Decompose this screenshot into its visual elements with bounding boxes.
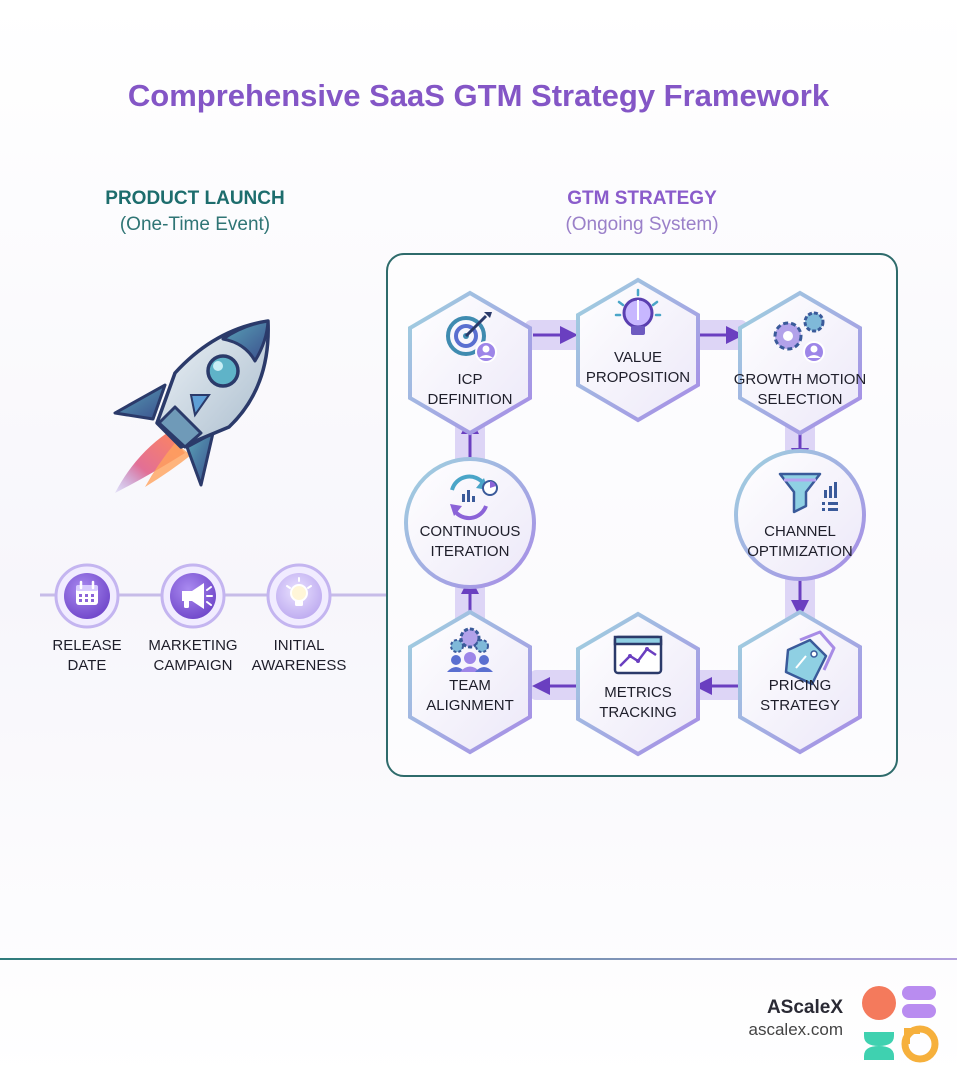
- node-label-value-proposition: VALUE PROPOSITION: [585, 349, 691, 386]
- brand-name: AScaleX: [766, 997, 843, 1018]
- marketing-campaign-step: [160, 563, 226, 629]
- product-launch-subheading: (One-Time Event): [119, 214, 271, 235]
- timeline-label-marketing-campaign: MARKETING CAMPAIGN: [148, 637, 238, 674]
- ascalex-logo-icon: [862, 986, 939, 1063]
- initial-awareness-step: [266, 563, 332, 629]
- megaphone-icon: [182, 583, 213, 609]
- timeline-label-release-date: RELEASE DATE: [52, 637, 122, 674]
- node-label-growth-motion-selection: GROWTH MOTION SELECTION: [733, 371, 867, 408]
- product-launch-heading: PRODUCT LAUNCH: [105, 188, 285, 209]
- node-label-pricing-strategy: PRICING STRATEGY: [760, 677, 840, 714]
- node-label-icp-definition: ICP DEFINITION: [427, 371, 513, 408]
- release-date-step: [54, 563, 120, 629]
- node-label-continuous-iteration: CONTINUOUS ITERATION: [419, 523, 521, 560]
- gtm-strategy-heading: GTM STRATEGY: [567, 188, 717, 209]
- lightbulb-icon: [286, 577, 312, 606]
- node-label-metrics-tracking: METRICS TRACKING: [599, 684, 677, 721]
- node-label-channel-optimization: CHANNEL OPTIMIZATION: [747, 523, 853, 560]
- brand-url[interactable]: ascalex.com: [748, 1020, 843, 1039]
- page-title: Comprehensive SaaS GTM Strategy Framewor…: [127, 78, 830, 113]
- timeline-label-initial-awareness: INITIAL AWARENESS: [251, 637, 347, 674]
- node-label-team-alignment: TEAM ALIGNMENT: [426, 677, 514, 714]
- rocket-icon: [113, 319, 270, 493]
- footer-divider: [0, 958, 957, 960]
- calendar-icon: [76, 580, 98, 605]
- gtm-strategy-subheading: (Ongoing System): [565, 214, 719, 235]
